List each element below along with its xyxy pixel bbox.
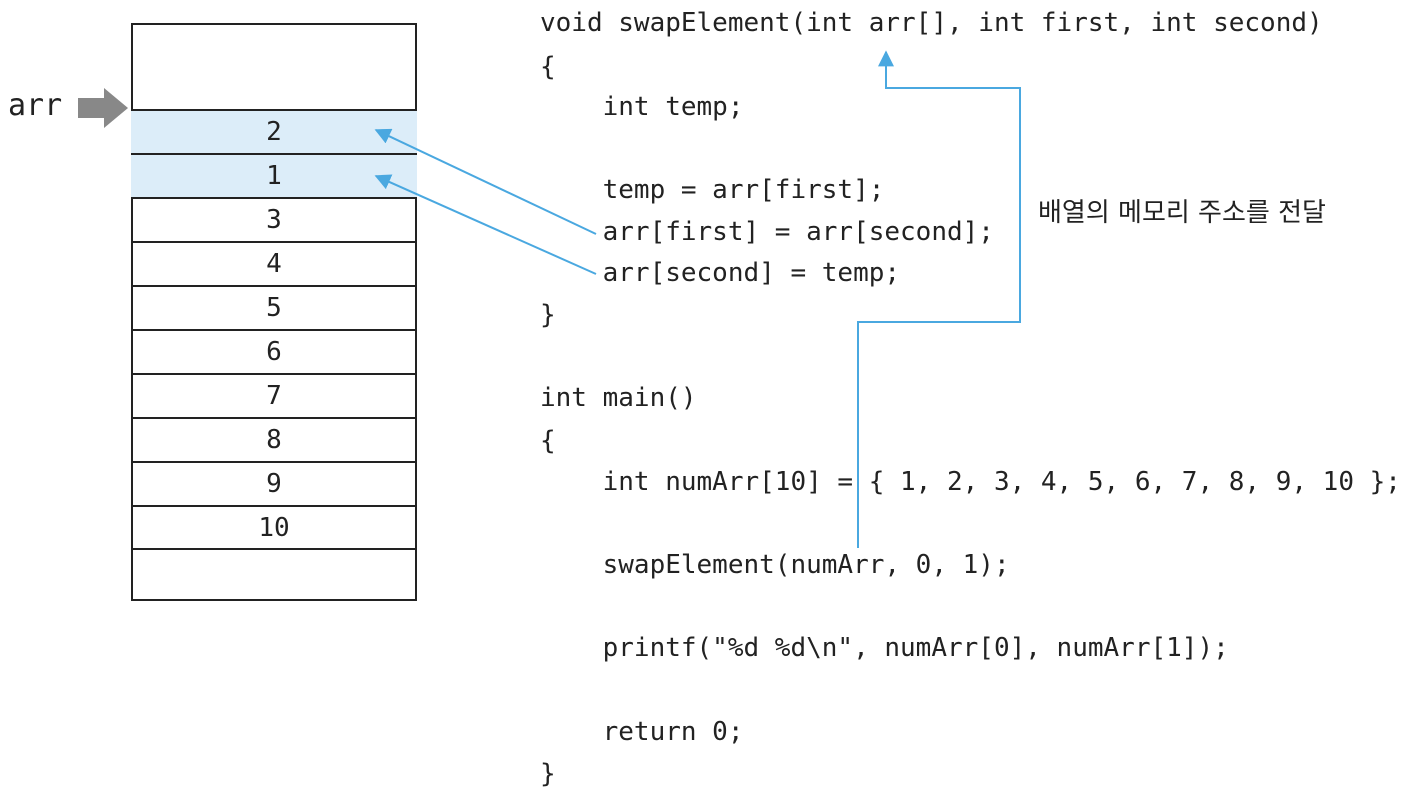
- memory-cell: 4: [131, 241, 417, 285]
- pointer-label-arr: arr: [8, 88, 63, 123]
- code-line-assign-first: arr[first] = arr[second];: [540, 217, 994, 247]
- memory-cell: 7: [131, 373, 417, 417]
- memory-cell: 6: [131, 329, 417, 373]
- memory-cell: 9: [131, 461, 417, 505]
- memory-cell: 3: [131, 197, 417, 241]
- memory-cell: 5: [131, 285, 417, 329]
- assign-second-arrow: [374, 174, 597, 275]
- memory-cell: 2: [131, 109, 417, 153]
- code-line-return: return 0;: [540, 717, 744, 747]
- code-line-main: int main(): [540, 383, 697, 413]
- annotation-pass-address: 배열의 메모리 주소를 전달: [1038, 198, 1326, 228]
- code-line-assign-temp: temp = arr[first];: [540, 175, 885, 205]
- code-line-function-signature: void swapElement(int arr[], int first, i…: [540, 8, 1323, 38]
- code-line-printf: printf("%d %d\n", numArr[0], numArr[1]);: [540, 633, 1229, 663]
- code-line-open-brace: {: [540, 52, 556, 82]
- memory-block: [131, 23, 417, 601]
- code-line-assign-second: arr[second] = temp;: [540, 258, 901, 288]
- address-pass-arrow: [857, 50, 1021, 548]
- memory-cell: 8: [131, 417, 417, 461]
- assign-first-arrow: [374, 128, 597, 235]
- code-line-array-init: int numArr[10] = { 1, 2, 3, 4, 5, 6, 7, …: [540, 467, 1401, 497]
- memory-cell: 10: [131, 505, 417, 549]
- memory-divider: [131, 548, 417, 550]
- code-line-close-brace: }: [540, 759, 556, 789]
- code-line-open-brace: {: [540, 426, 556, 456]
- code-line-close-brace: }: [540, 300, 556, 330]
- memory-cell: 1: [131, 153, 417, 197]
- code-line-declare-temp: int temp;: [540, 92, 744, 122]
- code-line-swap-call: swapElement(numArr, 0, 1);: [540, 550, 1010, 580]
- pointer-arrow-icon: [78, 88, 128, 128]
